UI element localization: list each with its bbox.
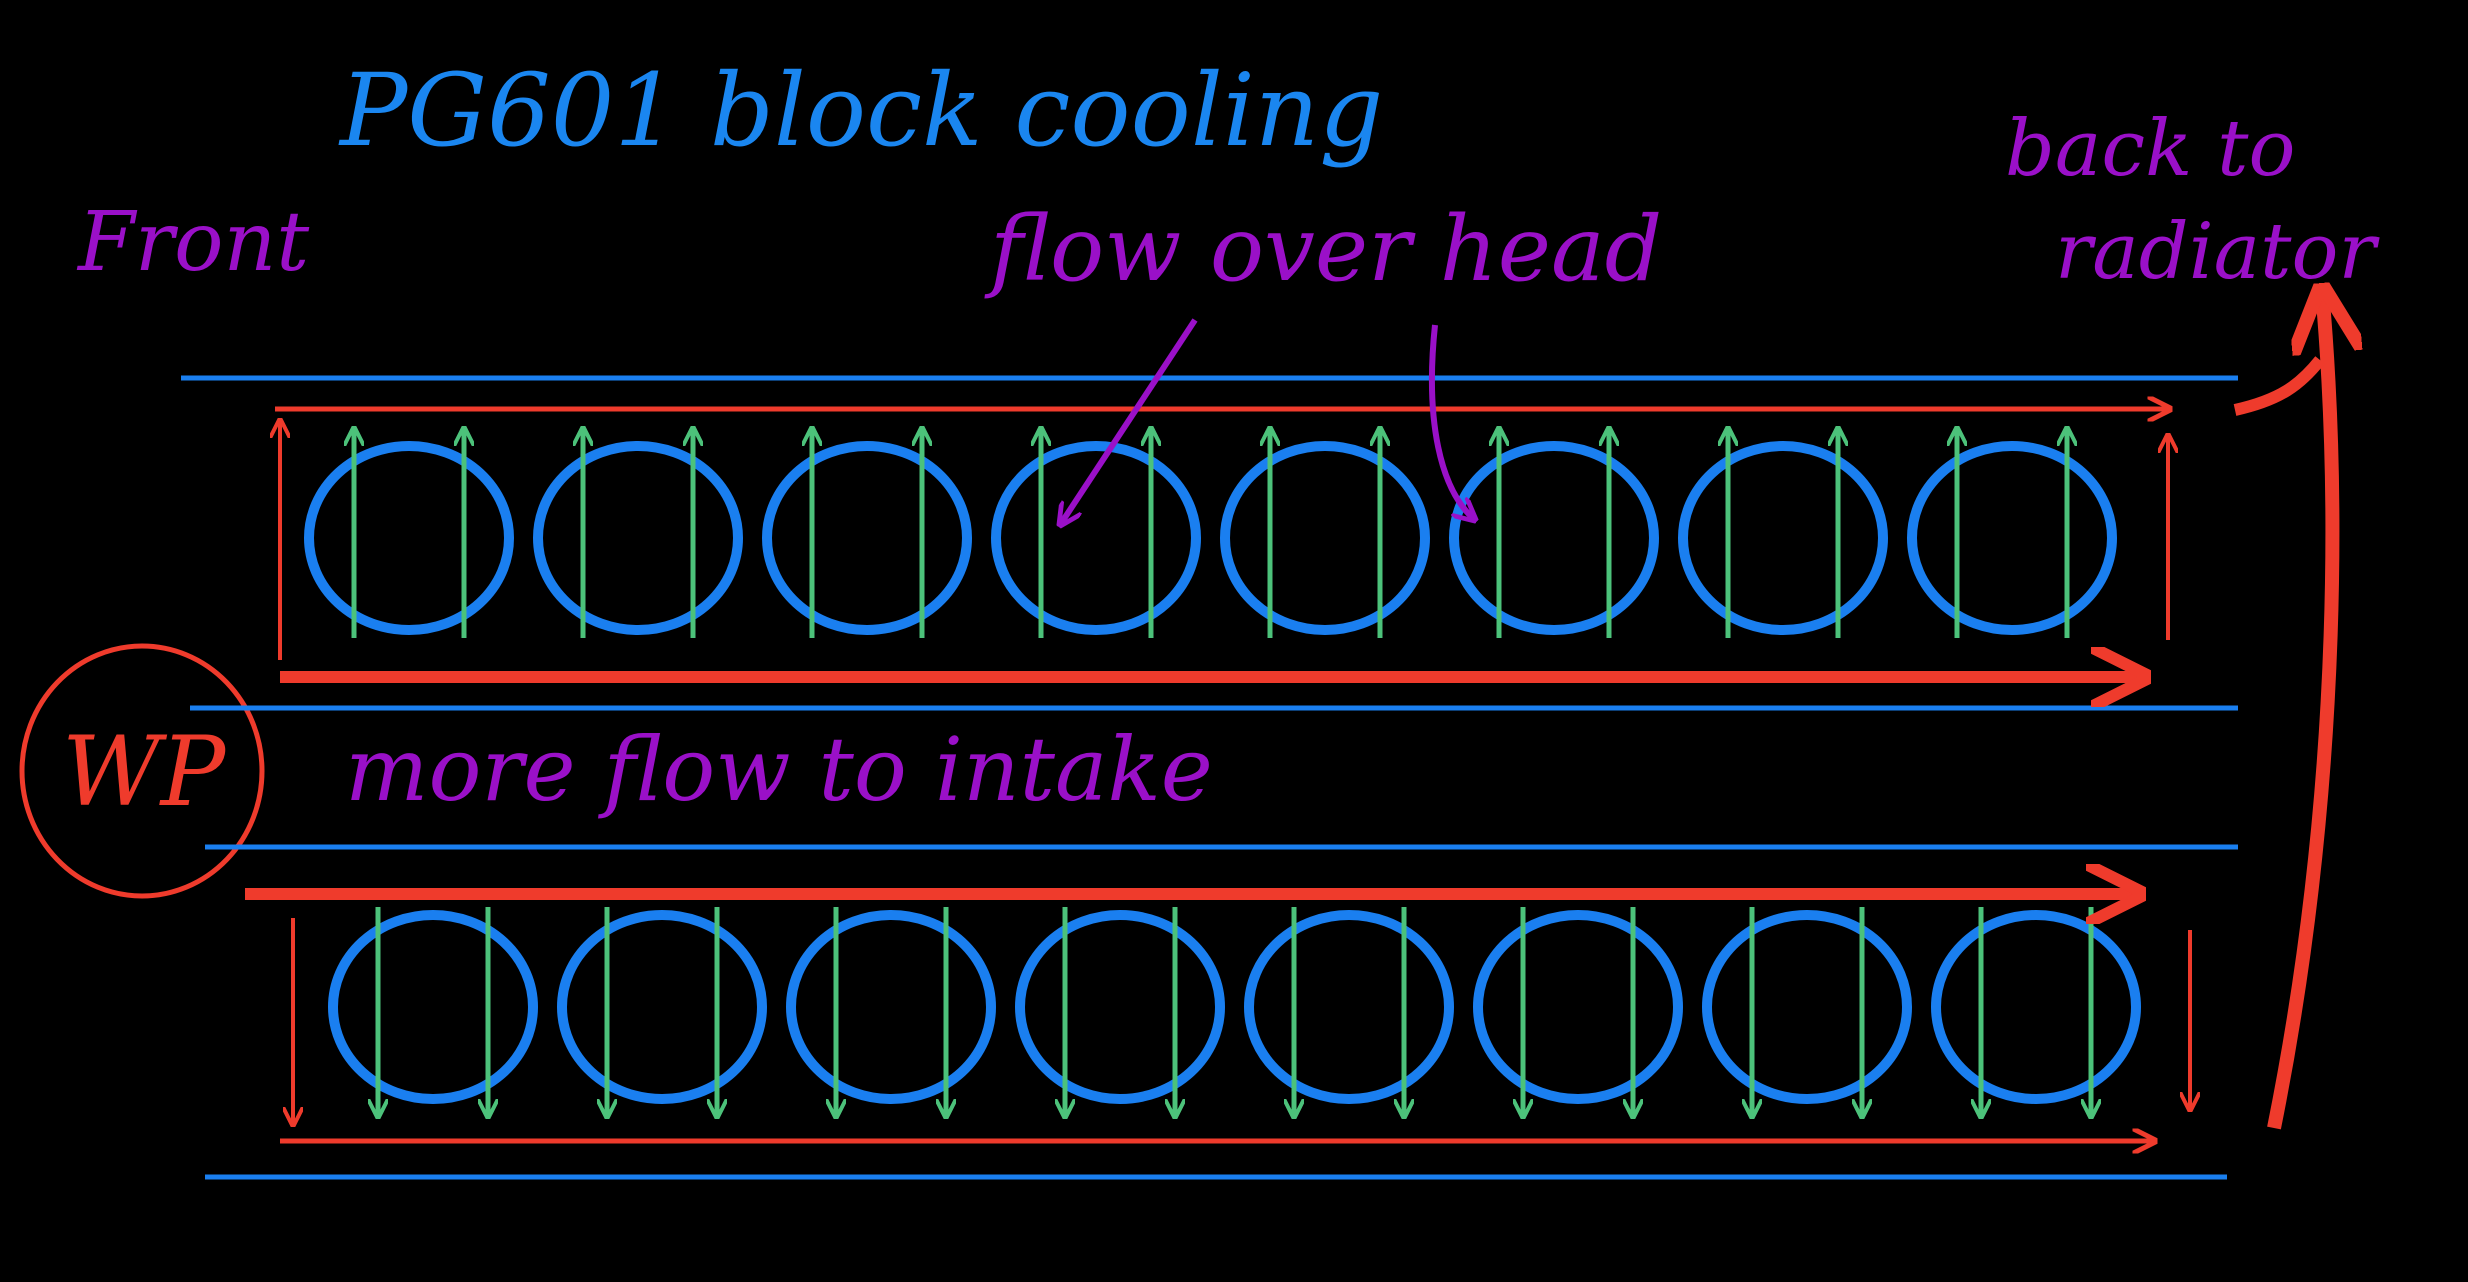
lower-cylinder-1: [328, 910, 538, 1104]
upper-cylinder-3: [762, 441, 972, 635]
upper-cylinder-7: [1678, 441, 1888, 635]
upper-outlet-hook: [2233, 356, 2325, 416]
upper-cylinder-8: [1907, 441, 2117, 635]
upper-cylinder-2: [533, 441, 743, 635]
upper-cylinder-6: [1449, 441, 1659, 635]
back-to-label: back to: [2005, 104, 2295, 194]
water-pump-label: WP: [62, 716, 227, 828]
lower-cylinder-2: [557, 910, 767, 1104]
diagram-title: PG601 block cooling: [338, 52, 1383, 169]
upper-cylinder-1: [304, 441, 514, 635]
lower-cylinder-6: [1473, 910, 1683, 1104]
lower-cylinder-4: [1015, 910, 1225, 1104]
upper-cylinder-4: [991, 441, 1201, 635]
radiator-label: radiator: [2055, 207, 2380, 297]
front-label: Front: [76, 195, 310, 290]
lower-cylinder-3: [786, 910, 996, 1104]
lower-cylinder-8: [1931, 910, 2141, 1104]
lower-cylinder-7: [1702, 910, 1912, 1104]
flow-over-head-pointer-2: [1428, 324, 1475, 520]
lower-cylinder-5: [1244, 910, 1454, 1104]
flow-over-head-label: flow over head: [984, 197, 1662, 302]
return-to-radiator-arrow: [2267, 290, 2332, 1130]
more-flow-label: more flow to intake: [345, 718, 1213, 821]
flow-over-head-pointer-1: [1060, 318, 1198, 525]
water-pump-circle: [19, 643, 265, 899]
upper-cylinder-5: [1220, 441, 1430, 635]
